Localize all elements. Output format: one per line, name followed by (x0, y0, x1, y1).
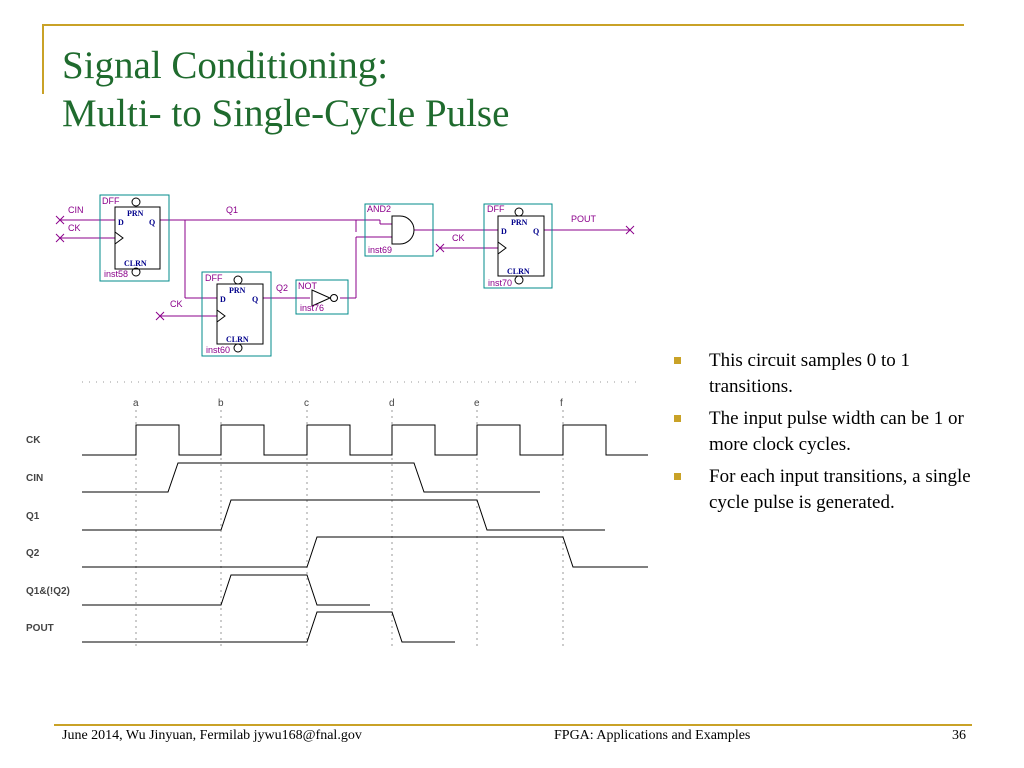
dff-type-label: DFF (102, 196, 120, 206)
prn-pin-label: PRN (511, 218, 528, 227)
d-pin-label: D (118, 218, 124, 227)
tick-label-d: d (389, 398, 395, 409)
waveform-q2 (82, 536, 648, 568)
footer-author: June 2014, Wu Jinyuan, Fermilab jywu168@… (62, 728, 362, 743)
slide-title: Signal Conditioning: Multi- to Single-Cy… (62, 42, 509, 138)
title-line-2: Multi- to Single-Cycle Pulse (62, 92, 510, 135)
bullet-text: For each input transitions, a single cyc… (709, 466, 971, 513)
q-pin-label: Q (533, 227, 539, 236)
signal-label-q1: Q1 (26, 511, 40, 522)
dff-inst60: DFF PRN D Q CLRN inst60 (201, 271, 272, 357)
signal-label-q2: Q2 (26, 548, 40, 559)
d-pin-label: D (501, 227, 507, 236)
clrn-pin-label: CLRN (124, 259, 147, 268)
left-accent-line (42, 24, 44, 94)
gate-type-label: NOT (298, 281, 318, 291)
prn-pin-label: PRN (127, 209, 144, 218)
net-label-q2: Q2 (276, 283, 288, 293)
bullet-square-icon (674, 473, 681, 480)
waveform-cin (82, 462, 540, 493)
instance-label: inst69 (368, 245, 392, 255)
waveform-ck (82, 424, 648, 456)
tick-label-b: b (218, 398, 224, 409)
instance-label: inst70 (488, 278, 512, 288)
dff-type-label: DFF (487, 204, 505, 214)
signal-label-q1-and-not-q2: Q1&(!Q2) (26, 586, 70, 597)
wire-terminals (55, 215, 635, 321)
schematic-wires (60, 219, 630, 317)
prn-pin-label: PRN (229, 286, 246, 295)
timing-diagram: a b c d e f CK CIN Q1 Q2 Q1&(!Q2) POUT (26, 381, 648, 650)
signal-label-pout: POUT (26, 623, 54, 634)
net-label-ck: CK (170, 299, 183, 309)
bullet-text: This circuit samples 0 to 1 transitions. (709, 350, 911, 397)
and2-inst69: AND2 inst69 (364, 203, 434, 257)
footer-divider (54, 724, 972, 726)
bullet-square-icon (674, 415, 681, 422)
waveforms (82, 424, 648, 643)
dff-inst58: DFF PRN D Q CLRN inst58 (99, 194, 170, 282)
q-pin-label: Q (252, 295, 258, 304)
bullet-item: For each input transitions, a single cyc… (672, 464, 972, 516)
d-pin-label: D (220, 295, 226, 304)
clrn-pin-label: CLRN (507, 267, 530, 276)
page-number: 36 (952, 728, 966, 743)
tick-label-e: e (474, 398, 480, 409)
instance-label: inst60 (206, 345, 230, 355)
instance-label: inst58 (104, 269, 128, 279)
net-label-ck: CK (452, 233, 465, 243)
schematic: DFF PRN D Q CLRN inst58 DFF PRN D Q CLRN… (55, 194, 635, 357)
net-label-q1: Q1 (226, 205, 238, 215)
net-label-pout: POUT (571, 214, 597, 224)
signal-label-ck: CK (26, 435, 41, 446)
instance-label: inst76 (300, 303, 324, 313)
waveform-q1-and-not-q2 (82, 574, 370, 606)
footer-course-title: FPGA: Applications and Examples (554, 728, 751, 743)
waveform-q1 (82, 499, 605, 531)
clrn-pin-label: CLRN (226, 335, 249, 344)
dff-inst70: DFF PRN D Q CLRN inst70 (483, 203, 553, 289)
waveform-pout (82, 611, 455, 643)
not-inst76: NOT inst76 (295, 279, 349, 315)
signal-label-cin: CIN (26, 473, 43, 484)
bullet-square-icon (674, 357, 681, 364)
net-label-ck: CK (68, 223, 81, 233)
bullet-item: The input pulse width can be 1 or more c… (672, 406, 972, 458)
tick-label-f: f (560, 398, 563, 409)
top-accent-line (42, 24, 964, 26)
dff-type-label: DFF (205, 273, 223, 283)
bullet-item: This circuit samples 0 to 1 transitions. (672, 348, 972, 400)
q-pin-label: Q (149, 218, 155, 227)
title-line-1: Signal Conditioning: (62, 44, 389, 87)
gate-type-label: AND2 (367, 204, 391, 214)
net-label-cin: CIN (68, 205, 84, 215)
tick-label-a: a (133, 398, 139, 409)
bullet-list: This circuit samples 0 to 1 transitions.… (672, 348, 972, 522)
tick-label-c: c (304, 398, 309, 409)
bullet-text: The input pulse width can be 1 or more c… (709, 408, 964, 455)
